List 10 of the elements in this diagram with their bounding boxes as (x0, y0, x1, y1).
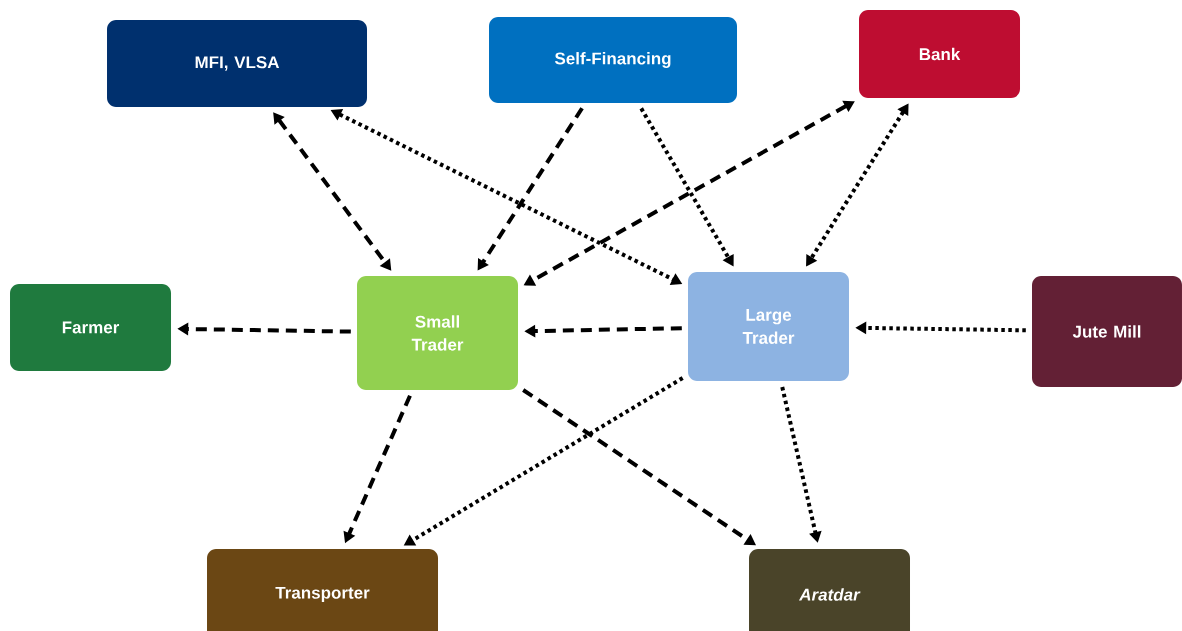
process-box: Farmer (10, 284, 171, 371)
process-box: Aratdar (749, 549, 910, 631)
process-box: Large Trader (688, 272, 849, 381)
process-box: Self-Financing (489, 17, 737, 103)
process-box: Bank (859, 10, 1020, 98)
process-box: Transporter (207, 549, 438, 631)
process-box: Jute Mill (1032, 276, 1182, 387)
process-box: Small Trader (357, 276, 518, 390)
arrow (273, 112, 392, 271)
process-box: MFI, VLSA (107, 20, 367, 107)
